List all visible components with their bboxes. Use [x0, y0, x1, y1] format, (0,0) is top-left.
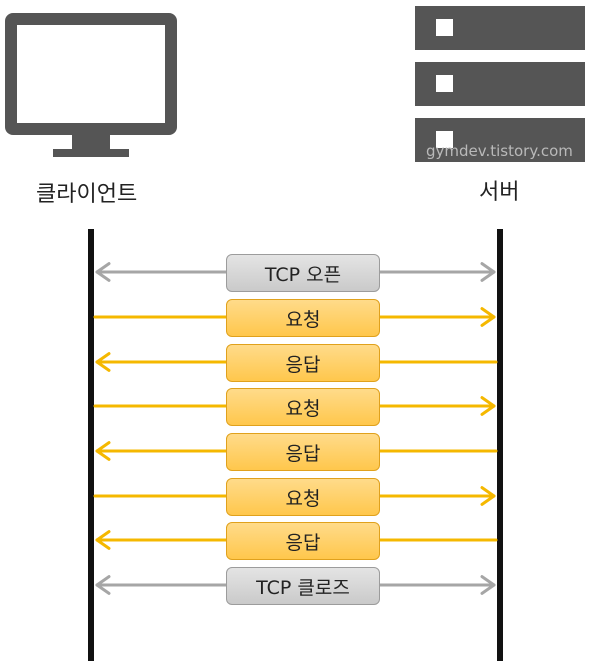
arrowhead-right — [480, 307, 496, 327]
monitor-icon — [5, 13, 177, 157]
arrowhead-right — [480, 486, 496, 506]
message-arrow-7 — [95, 530, 498, 550]
arrowhead-right — [480, 262, 496, 282]
arrowhead-left — [95, 575, 111, 595]
response-box-2: 응답 — [226, 433, 380, 471]
message-arrow-3 — [95, 352, 498, 372]
arrowhead-left — [95, 530, 111, 550]
arrowhead-left — [95, 352, 111, 372]
watermark: gymdev.tistory.com — [426, 142, 573, 160]
tcp-open-box: TCP 오픈 — [226, 254, 380, 292]
message-arrows — [93, 262, 498, 595]
server-rack-icon — [415, 6, 585, 162]
request-box-1: 요청 — [226, 299, 380, 337]
client-label: 클라이언트 — [36, 182, 138, 207]
request-box-3: 요청 — [226, 478, 380, 516]
message-arrow-6 — [93, 486, 496, 506]
tcp-close-box: TCP 클로즈 — [226, 567, 380, 605]
message-arrow-2 — [93, 307, 496, 327]
request-box-2: 요청 — [226, 388, 380, 426]
arrowhead-right — [480, 575, 496, 595]
arrowhead-left — [95, 262, 111, 282]
arrowhead-right — [480, 396, 496, 416]
arrowhead-left — [95, 441, 111, 461]
response-box-1: 응답 — [226, 344, 380, 382]
message-arrow-4 — [93, 396, 496, 416]
server-label: 서버 — [479, 180, 520, 205]
message-arrow-1 — [95, 262, 496, 282]
message-arrow-5 — [95, 441, 498, 461]
response-box-3: 응답 — [226, 522, 380, 560]
message-arrow-8 — [95, 575, 496, 595]
